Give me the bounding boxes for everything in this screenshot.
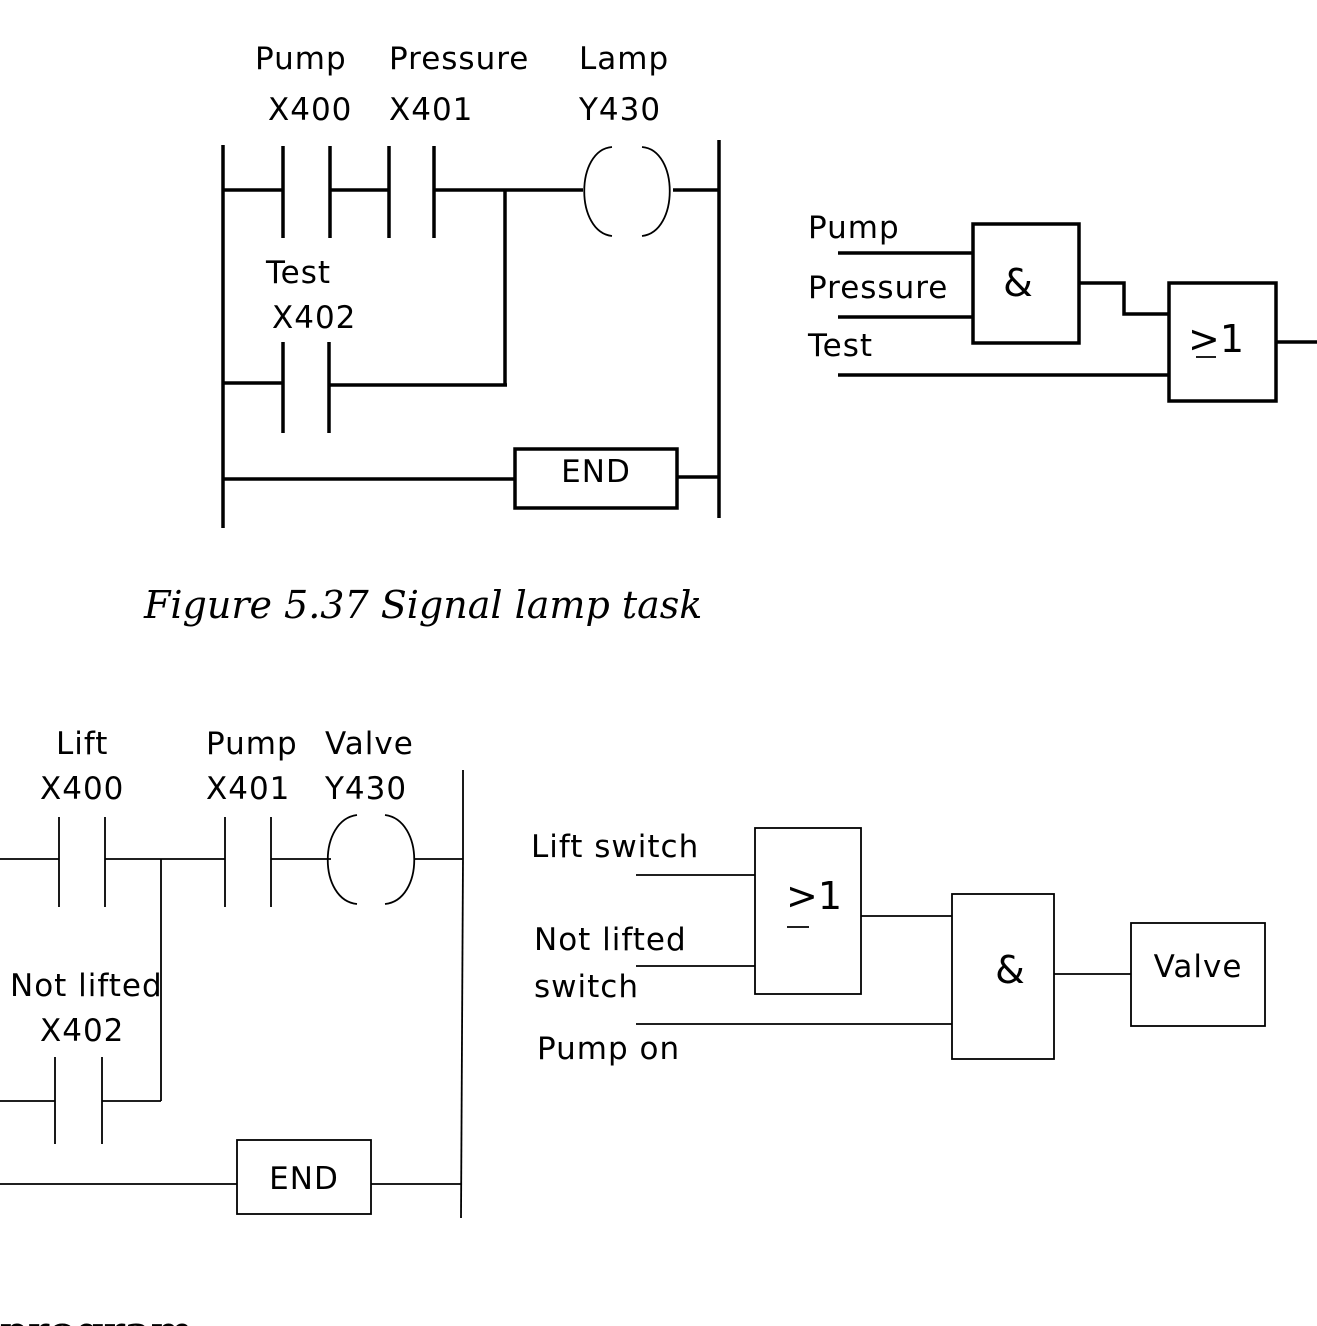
fig2-in-notlifted-1: Not lifted (534, 922, 687, 958)
fig1-ladder: Pump X400 Pressure X401 Lamp Y430 Test X… (221, 41, 721, 528)
fig2-right-rail (460, 857, 464, 1219)
fig2-pump-addr: X401 (206, 771, 290, 807)
bottom-fragment-text: program (0, 1308, 193, 1326)
fig1-pressure-addr: X401 (389, 92, 473, 128)
fig2-or-symbol: >1 (786, 874, 842, 918)
fig2-valve-addr: Y430 (324, 771, 407, 807)
fig2-output-label: Valve (1154, 949, 1243, 985)
fig2-logic: Lift switch Not lifted switch Pump on >1… (531, 827, 1266, 1067)
fig1-pump-label: Pump (255, 41, 347, 77)
fig1-pump-addr: X400 (268, 92, 352, 128)
fig1-logic: Pump Pressure Test & >1 (807, 210, 1317, 403)
fig2-ladder: Lift X400 Pump X401 Valve Y430 Not lifte… (0, 726, 464, 1219)
fig1-lamp-label: Lamp (579, 41, 669, 77)
fig1-or-symbol: >1 (1188, 317, 1244, 361)
fig1-contact-test (281, 342, 331, 433)
fig2-pump-label: Pump (206, 726, 298, 762)
fig2-lift-addr: X400 (40, 771, 124, 807)
fig2-notlifted-addr: X402 (40, 1013, 124, 1049)
fig1-pressure-label: Pressure (389, 41, 529, 77)
fig2-end-box (236, 1139, 372, 1215)
fig2-or-gate (754, 827, 862, 995)
fig1-in-pressure: Pressure (808, 270, 948, 306)
fig2-in-lift: Lift switch (531, 829, 699, 865)
fig1-contact-pressure (387, 146, 436, 238)
fig1-in-test: Test (807, 328, 873, 364)
fig1-test-label: Test (265, 255, 331, 291)
fig2-end-label: END (269, 1161, 339, 1197)
fig2-valve-label: Valve (325, 726, 414, 762)
fig2-contact-notlifted (54, 1057, 103, 1144)
fig2-and-symbol: & (995, 948, 1025, 992)
fig1-test-addr: X402 (272, 300, 356, 336)
fig2-in-pump: Pump on (537, 1031, 680, 1067)
fig1-contact-pump (281, 146, 332, 238)
fig2-contact-lift (58, 817, 106, 907)
fig1-end-label: END (561, 454, 631, 490)
fig1-coil-lamp (583, 146, 671, 237)
fig1-and-symbol: & (1003, 261, 1033, 305)
fig2-lift-label: Lift (56, 726, 108, 762)
fig1-lamp-addr: Y430 (578, 92, 661, 128)
fig1-in-pump: Pump (808, 210, 900, 246)
fig2-in-notlifted-2: switch (534, 969, 639, 1005)
fig2-output-box (1130, 922, 1266, 1027)
fig2-contact-pump (224, 817, 272, 907)
fig2-notlifted-label: Not lifted (10, 968, 163, 1004)
fig1-caption: Figure 5.37 Signal lamp task (143, 583, 702, 627)
fig2-and-gate (951, 893, 1055, 1060)
fig2-coil-valve (327, 814, 415, 905)
